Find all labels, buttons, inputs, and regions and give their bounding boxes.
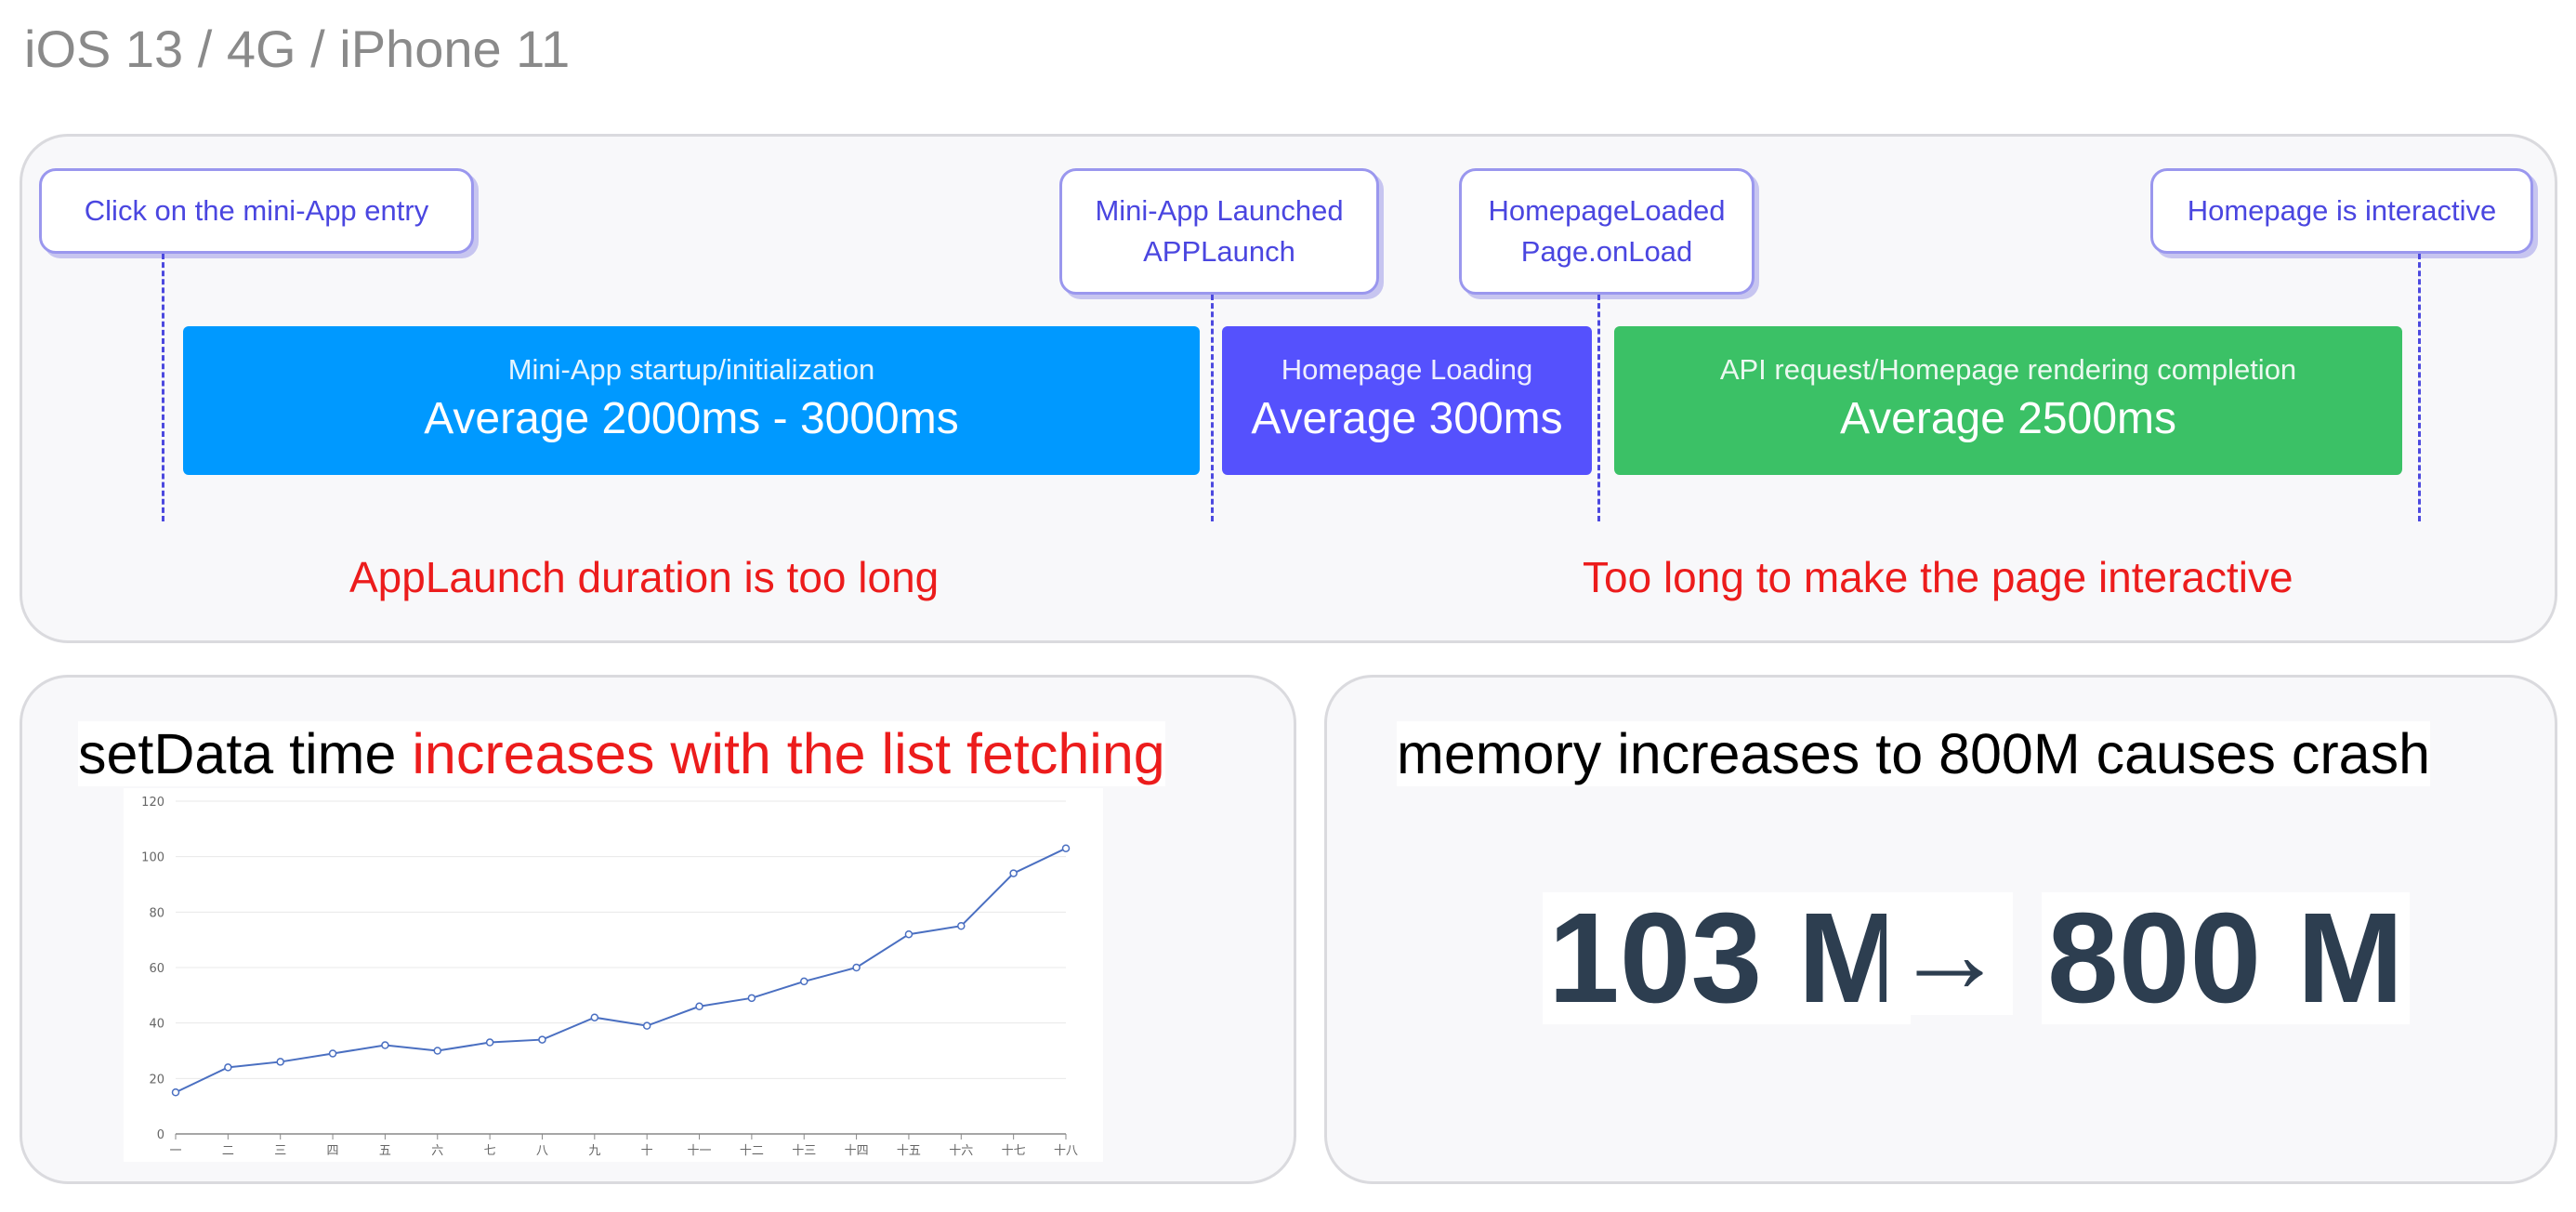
milestone-label: Click on the mini-App entry (84, 194, 429, 227)
milestone-sublabel: Page.onLoad (1520, 235, 1693, 268)
x-tick-label: 二 (222, 1144, 234, 1158)
setdata-heading-prefix: setData time (78, 722, 413, 785)
problem-interactive: Too long to make the page interactive (1583, 553, 2293, 601)
milestone-marker-line (1597, 295, 1600, 521)
milestone-app-launched: Mini-App Launched APPLaunch (1059, 168, 1379, 295)
y-tick-label: 40 (149, 1018, 164, 1032)
x-tick-label: 十六 (949, 1144, 973, 1158)
x-tick-label: 十四 (845, 1144, 869, 1158)
setdata-heading-highlight: increases with the list fetching (412, 722, 1165, 785)
milestone-label: Mini-App Launched (1095, 194, 1344, 227)
arrow-right-icon: → (1886, 892, 2013, 1015)
milestone-label: HomepageLoaded (1488, 194, 1726, 227)
x-tick-label: 四 (327, 1144, 339, 1158)
milestone-homepage-loaded: HomepageLoaded Page.onLoad (1459, 168, 1755, 295)
data-point (799, 977, 808, 986)
phase-average: Average 2500ms (1839, 394, 2176, 443)
data-point (433, 1047, 442, 1055)
milestone-sublabel: APPLaunch (1143, 235, 1295, 268)
milestone-label: Homepage is interactive (2187, 194, 2497, 227)
milestone-marker-line (2418, 254, 2421, 521)
memory-heading: memory increases to 800M causes crash (1397, 721, 2430, 786)
x-tick-label: 十三 (792, 1144, 816, 1158)
data-point (328, 1049, 337, 1058)
x-tick-label: 六 (431, 1144, 443, 1158)
data-point (590, 1013, 599, 1021)
x-tick-label: 五 (379, 1144, 391, 1158)
x-tick-label: 十二 (740, 1144, 764, 1158)
setdata-chart-background (124, 788, 1103, 1162)
x-tick-label: 一 (169, 1144, 181, 1158)
x-tick-label: 三 (274, 1144, 286, 1158)
setdata-heading: setData time increases with the list fet… (78, 721, 1165, 786)
y-tick-label: 20 (149, 1073, 164, 1087)
phase-average: Average 2000ms - 3000ms (424, 394, 959, 443)
data-point (538, 1035, 546, 1044)
data-point (642, 1021, 651, 1030)
milestone-marker-line (162, 254, 164, 521)
x-tick-label: 八 (536, 1144, 548, 1158)
phase-name: Homepage Loading (1281, 353, 1533, 386)
page-title: iOS 13 / 4G / iPhone 11 (24, 20, 571, 78)
data-point (695, 1002, 703, 1011)
milestone-click-entry: Click on the mini-App entry (39, 168, 474, 254)
data-point (747, 994, 756, 1003)
x-tick-label: 十八 (1054, 1144, 1078, 1158)
x-tick-label: 十五 (897, 1144, 921, 1158)
data-point (381, 1041, 389, 1049)
phase-homepage-loading: Homepage Loading Average 300ms (1222, 326, 1592, 475)
memory-from-value: 103 M (1543, 892, 1911, 1024)
y-tick-label: 80 (149, 906, 164, 920)
setdata-line-chart: 0 20 40 60 80 100 120 一 二 三 四 五 六 七 八 九 十 十一 十二 十三 十四 十五 十六 十七 十… (141, 796, 1078, 1158)
data-point (276, 1058, 284, 1066)
phase-startup: Mini-App startup/initialization Average … (183, 326, 1200, 475)
x-tick-label: 九 (588, 1144, 600, 1158)
y-tick-label: 120 (141, 796, 164, 810)
x-tick-label: 七 (484, 1144, 496, 1158)
data-point (904, 929, 913, 939)
x-tick-label: 十一 (688, 1144, 712, 1158)
data-point (224, 1063, 232, 1072)
data-point (852, 963, 861, 972)
phase-api-render: API request/Homepage rendering completio… (1614, 326, 2402, 475)
milestone-homepage-interactive: Homepage is interactive (2150, 168, 2533, 254)
y-tick-label: 100 (141, 851, 164, 865)
data-point (485, 1038, 494, 1047)
phase-average: Average 300ms (1251, 394, 1563, 443)
data-point (957, 922, 966, 930)
phase-name: API request/Homepage rendering completio… (1719, 353, 2297, 386)
y-tick-label: 0 (157, 1128, 164, 1142)
problem-applaunch: AppLaunch duration is too long (349, 553, 940, 601)
x-tick-label: 十 (641, 1144, 653, 1158)
series-line (175, 847, 1067, 1094)
data-point (1061, 844, 1071, 852)
x-tick-label: 十七 (1002, 1144, 1026, 1158)
milestone-marker-line (1211, 295, 1214, 521)
data-point (171, 1088, 180, 1097)
y-tick-label: 60 (149, 962, 164, 976)
phase-name: Mini-App startup/initialization (507, 353, 875, 386)
data-point (1009, 869, 1018, 877)
memory-to-value: 800 M (2042, 892, 2410, 1024)
